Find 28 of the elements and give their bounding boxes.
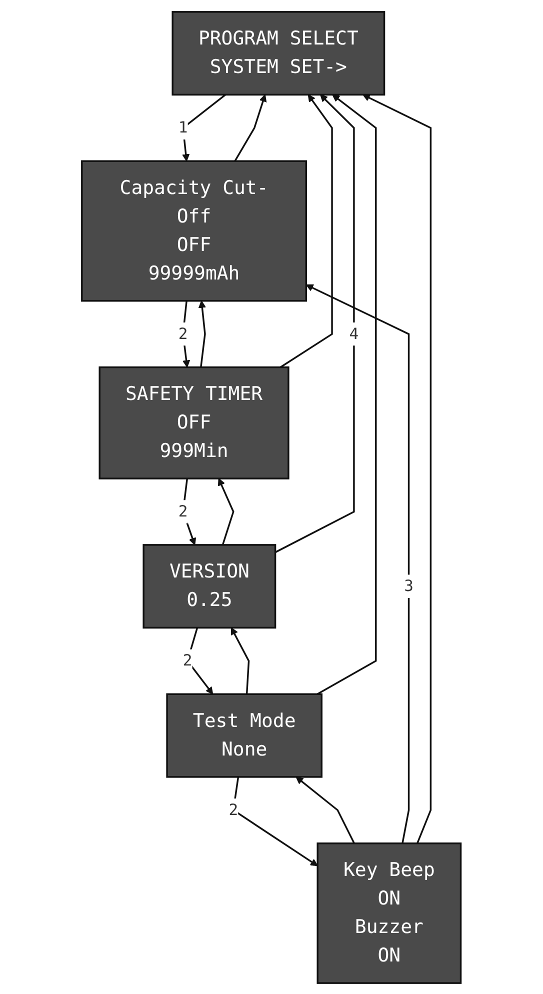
- node-box: [316, 842, 462, 984]
- arrow: [182, 94, 226, 161]
- edge-label: 2: [178, 502, 188, 520]
- edge-label: 4: [349, 324, 359, 343]
- node-box: [142, 544, 276, 628]
- arrow: [296, 776, 356, 844]
- edge-label: 2: [178, 324, 188, 343]
- arrow: [362, 94, 432, 844]
- edge-label: 3: [404, 576, 414, 595]
- flowchart: 1 2 2 2 2 3 4 PROGRAM SELECT SYSTEM SET-> Capacity Cut-Off OFF 99999mAh SAFETY TIMER OFF 999Min VERSION 0.25 Test Mode None Key Beep ON Buzzer ON: [75, 4, 468, 990]
- arrow: [182, 300, 190, 368]
- arrow: [275, 94, 355, 553]
- arrow: [198, 300, 206, 367]
- edge-label: 2: [183, 651, 192, 670]
- arrow: [306, 284, 410, 844]
- node-box: [81, 160, 308, 302]
- arrow: [317, 94, 377, 694]
- arrow: [234, 94, 267, 162]
- edge-label: 1: [178, 118, 188, 136]
- arrow: [231, 626, 250, 694]
- edge-label: 2: [228, 800, 238, 819]
- arrow: [182, 478, 196, 545]
- arrow: [218, 478, 234, 545]
- node-box: [172, 10, 386, 96]
- arrow: [280, 94, 334, 368]
- node-box: [166, 692, 323, 778]
- node-box: [98, 366, 290, 479]
- arrow: [232, 776, 318, 866]
